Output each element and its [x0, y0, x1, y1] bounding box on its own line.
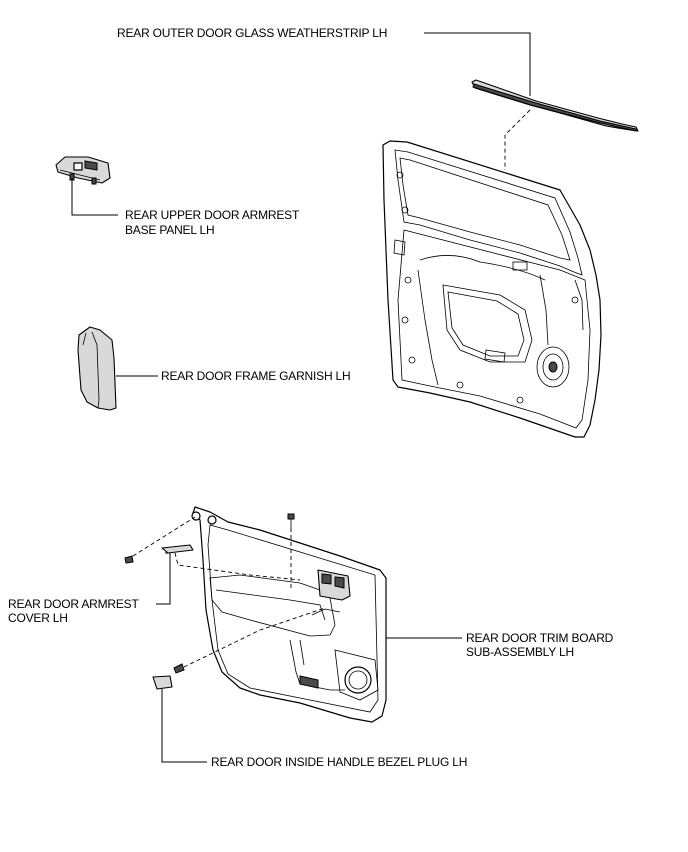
screw-top	[287, 513, 295, 528]
armrest-cover-leader	[156, 552, 171, 605]
weatherstrip-part	[471, 79, 639, 132]
label-weatherstrip: REAR OUTER DOOR GLASS WEATHERSTRIP LH	[117, 26, 388, 40]
label-armrest-cover-line2: COVER LH	[8, 611, 68, 625]
screw-bottom	[173, 663, 185, 674]
clip-left	[124, 555, 134, 564]
label-armrest-base-panel-line2: BASE PANEL LH	[125, 223, 215, 237]
clip-left-guide	[132, 516, 196, 557]
frame-garnish-part	[77, 326, 117, 411]
door-shell-part	[382, 140, 602, 438]
label-frame-garnish: REAR DOOR FRAME GARNISH LH	[161, 369, 351, 383]
label-armrest-cover-line1: REAR DOOR ARMREST	[8, 597, 139, 611]
screw-bottom-guide	[183, 607, 326, 668]
armrest-base-panel-leader	[71, 178, 118, 216]
armrest-cover-part	[161, 544, 194, 554]
handle-bezel-plug-leader	[161, 689, 207, 763]
label-armrest-base-panel-line1: REAR UPPER DOOR ARMREST	[125, 208, 300, 222]
weatherstrip-leader	[424, 32, 531, 96]
trim-board-part	[191, 506, 387, 723]
label-trim-board-line2: SUB-ASSEMBLY LH	[466, 645, 574, 659]
label-handle-bezel-plug: REAR DOOR INSIDE HANDLE BEZEL PLUG LH	[211, 755, 468, 769]
armrest-base-panel-part	[55, 156, 111, 185]
label-trim-board-line1: REAR DOOR TRIM BOARD	[466, 631, 614, 645]
weatherstrip-guide	[504, 109, 531, 170]
handle-bezel-plug-part	[152, 675, 173, 690]
